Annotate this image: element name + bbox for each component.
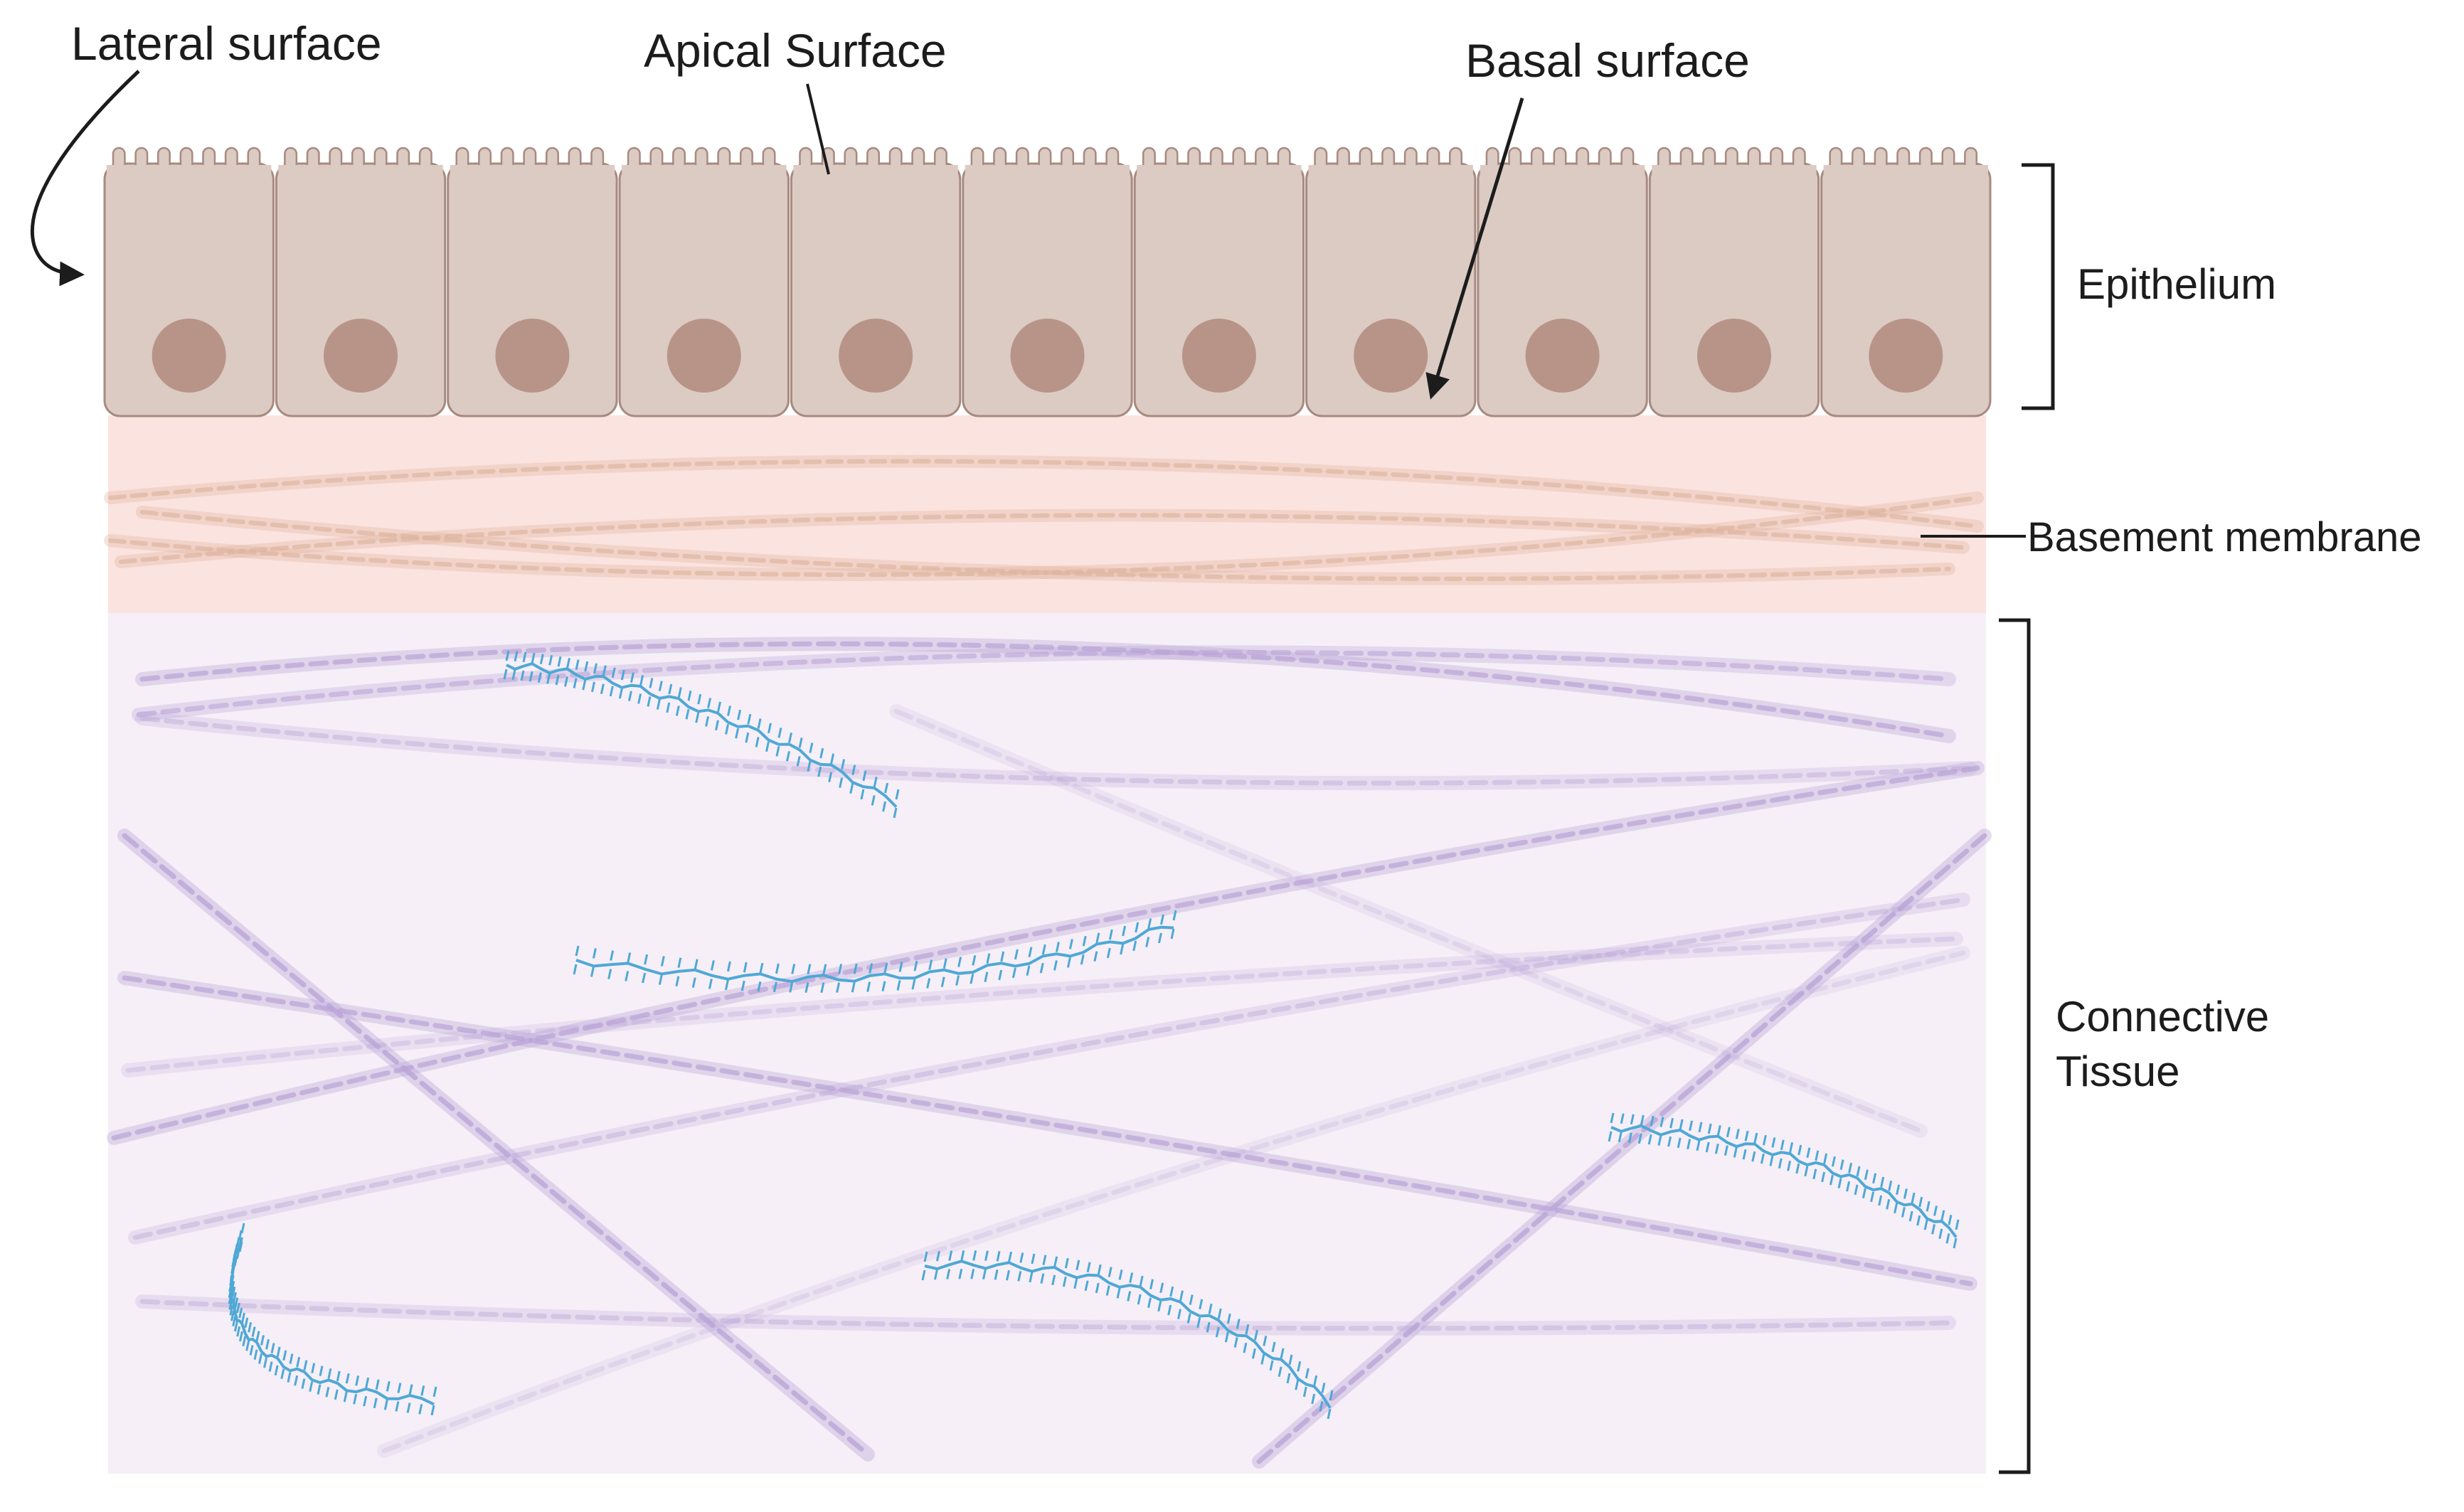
collagen-fiber [128,893,1970,1245]
apical-surface-leader [806,83,830,175]
collagen-fiber [121,932,1963,1077]
connective-tissue-label-line1: Connective [2056,993,2269,1040]
basement-membrane-fiber [115,509,1970,568]
epithelial-cell [1820,147,1992,417]
elastic-fiber [503,650,900,819]
nucleus [667,319,741,393]
epithelial-cell [103,147,275,417]
basement-membrane-label: Basement membrane [2027,514,2421,560]
collagen-fiber [117,829,875,1462]
basement-membrane-fiber [104,454,1984,533]
nucleus [1181,319,1256,393]
collagen-fiber [135,711,1977,791]
elastic-fiber [1608,1112,1960,1249]
collagen-fiber [132,645,1956,722]
nucleus [1525,319,1600,393]
basal-surface-label: Basal surface [1465,34,1750,87]
lateral-surface-label: Lateral surface [71,17,382,70]
basal-surface-arrow-icon [1425,97,1524,400]
epithelial-cells [103,147,1992,417]
collagen-fiber [135,637,1956,743]
basement-membrane-fibers [104,454,1984,585]
epithelial-cell [1305,147,1477,417]
elastic-fiber [921,1250,1334,1420]
collagen-fiber [107,761,1985,1145]
nucleus [152,319,226,393]
epithelial-cell [1133,147,1305,417]
apical-surface-label: Apical Surface [644,24,947,77]
nucleus [324,319,398,393]
nucleus [839,319,913,393]
nucleus [1010,319,1085,393]
elastic-fiber [573,910,1177,994]
epithelial-cell [275,147,447,417]
epithelium-label: Epithelium [2077,260,2276,308]
nucleus [1696,319,1771,393]
epithelial-cell [962,147,1133,417]
epithelial-cell [1648,147,1820,417]
nucleus [495,319,570,393]
collagen-fiber [117,971,1977,1291]
epithelium-bracket-icon [2022,163,2055,410]
basement-membrane-fiber [136,506,1955,585]
connective-tissue-bracket-icon [1999,618,2031,1474]
connective-tissue-label-line2: Tissue [2056,1048,2180,1095]
epithelial-cell [447,147,618,417]
collagen-fiber [135,1294,1956,1336]
collagen-fiber [1252,829,1992,1469]
epithelial-cell [1477,147,1648,417]
epithelial-cell [790,147,962,417]
connective-tissue-region [108,613,1986,1474]
collagen-fiber [377,946,1970,1458]
epithelial-cell [618,147,790,417]
elastic-fiber [228,1223,437,1416]
nucleus [1869,319,1943,393]
elastic-fibers [228,650,1960,1420]
nucleus [1354,319,1428,393]
lateral-surface-arrow-icon [31,70,140,287]
collagen-fiber [889,704,1928,1138]
collagen-fibers [107,637,1992,1469]
